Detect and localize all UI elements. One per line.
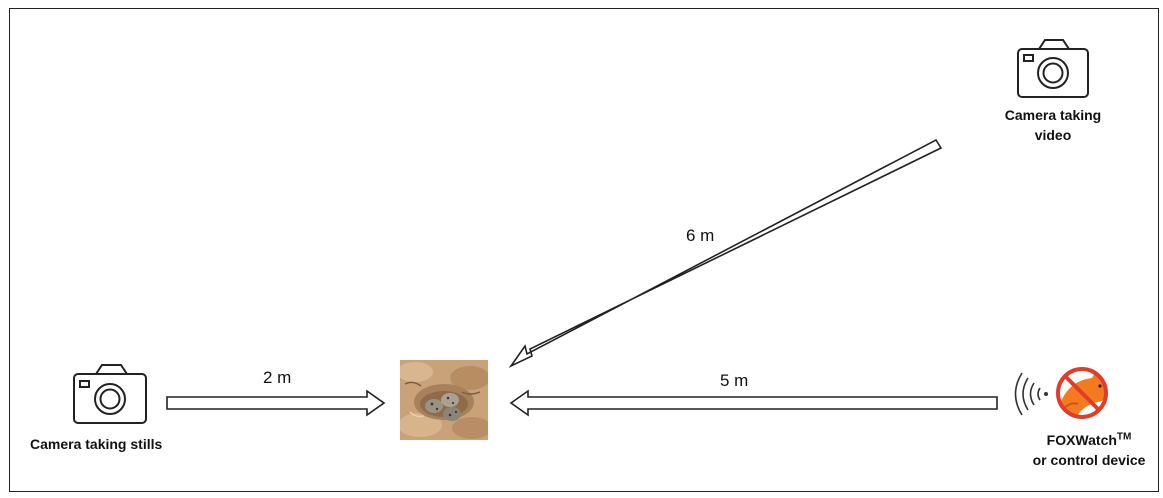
nest-photo	[400, 360, 488, 440]
signal-waves-icon	[1014, 372, 1048, 416]
no-fox-icon	[1056, 367, 1108, 419]
device-caption-line2: or control device	[1032, 452, 1146, 468]
device-caption-line1: FOXWatchTM	[1022, 430, 1156, 450]
distance-label-device: 5 m	[720, 371, 749, 390]
device-name: FOXWatch	[1046, 432, 1117, 448]
still-camera-icon	[73, 364, 147, 424]
distance-label-still: 2 m	[263, 368, 292, 387]
device-caption: FOXWatchTM or control device	[1022, 430, 1156, 470]
video-caption-line1: Camera taking	[1004, 107, 1102, 123]
diagram-frame	[9, 8, 1159, 492]
arrow-video-to-nest	[508, 138, 943, 369]
still-camera-caption: Camera taking stills	[30, 436, 163, 452]
video-camera-icon	[1017, 39, 1089, 98]
trademark-mark: TM	[1116, 431, 1132, 443]
arrow-still-to-nest	[166, 389, 386, 417]
video-camera-caption: Camera taking video	[1003, 105, 1103, 145]
video-caption-line2: video	[1034, 127, 1072, 143]
distance-label-video: 6 m	[686, 226, 715, 245]
arrow-device-to-nest	[509, 389, 998, 417]
